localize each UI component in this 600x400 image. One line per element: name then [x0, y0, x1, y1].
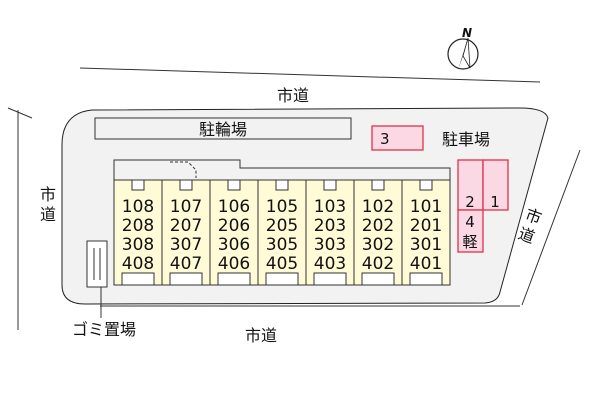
building-column-5: [305, 179, 355, 286]
unit-number: 402: [362, 254, 394, 274]
building-upper-outline: [113, 159, 451, 180]
building-notch: [371, 179, 385, 191]
building-balcony: [265, 272, 299, 286]
unit-number: 405: [266, 254, 298, 274]
building-notch: [275, 179, 289, 191]
building-balcony: [121, 272, 155, 286]
parking-space-4-label: 4: [465, 213, 475, 231]
road-left-char-1: 市: [40, 185, 56, 204]
road-top-label: 市道: [277, 86, 309, 105]
bicycle-parking: [94, 117, 352, 140]
apartment-building: 1082083084081072073074071062063064061052…: [113, 179, 451, 286]
unit-number: 201: [410, 216, 442, 236]
building-balcony: [169, 272, 203, 286]
garbage-label: ゴミ置場: [72, 320, 136, 339]
north-arrow-icon: [447, 37, 479, 70]
unit-number: 107: [170, 197, 202, 217]
building-balcony: [361, 272, 395, 286]
unit-number: 308: [122, 235, 154, 255]
unit-number: 408: [122, 254, 154, 274]
parking-space-2-label: 2: [465, 193, 475, 211]
parking-space-1: [482, 159, 509, 211]
unit-number: 205: [266, 216, 298, 236]
parking-space-4-sub: 軽: [462, 233, 477, 251]
unit-number: 108: [122, 197, 154, 217]
building-balcony: [313, 272, 347, 286]
road-right-char-2: 道: [516, 224, 538, 247]
unit-number: 105: [266, 197, 298, 217]
parking-space-3: [371, 125, 424, 151]
unit-number: 101: [410, 197, 442, 217]
unit-number: 301: [410, 235, 442, 255]
unit-number: 103: [314, 197, 346, 217]
unit-number: 403: [314, 254, 346, 274]
unit-number: 303: [314, 235, 346, 255]
unit-number: 203: [314, 216, 346, 236]
building-balcony: [409, 272, 443, 286]
unit-number: 305: [266, 235, 298, 255]
unit-number: 307: [170, 235, 202, 255]
road-right-char-1: 市: [523, 205, 545, 228]
unit-number: 206: [218, 216, 250, 236]
north-letter: N: [462, 26, 472, 40]
unit-number: 406: [218, 254, 250, 274]
garbage-area: [86, 240, 108, 288]
unit-number: 306: [218, 235, 250, 255]
parking-space-3-label: 3: [380, 130, 390, 148]
road-top-line: [79, 67, 541, 83]
unit-number: 102: [362, 197, 394, 217]
bicycle-parking-label: 駐輪場: [199, 120, 247, 139]
building-notch: [419, 179, 433, 191]
building-balcony: [217, 272, 251, 286]
road-bottom-label: 市道: [245, 326, 277, 345]
road-right-line: [521, 149, 581, 306]
parking-label: 駐車場: [442, 130, 490, 149]
unit-number: 207: [170, 216, 202, 236]
road-left-line-a: [7, 107, 33, 119]
building-notch: [179, 179, 193, 191]
parking-space-4: [457, 209, 484, 253]
building-notch: [323, 179, 337, 191]
building-column-7: [401, 179, 451, 286]
unit-number: 208: [122, 216, 154, 236]
unit-number: 302: [362, 235, 394, 255]
building-column-3: [209, 179, 259, 286]
building-column-6: [353, 179, 403, 286]
unit-number: 401: [410, 254, 442, 274]
building-notch: [131, 179, 145, 191]
unit-number: 106: [218, 197, 250, 217]
building-column-4: [257, 179, 307, 286]
parking-space-1-label: 1: [490, 193, 500, 211]
unit-number: 202: [362, 216, 394, 236]
unit-number: 407: [170, 254, 202, 274]
road-left-char-2: 道: [40, 205, 56, 224]
building-notch: [227, 179, 241, 191]
